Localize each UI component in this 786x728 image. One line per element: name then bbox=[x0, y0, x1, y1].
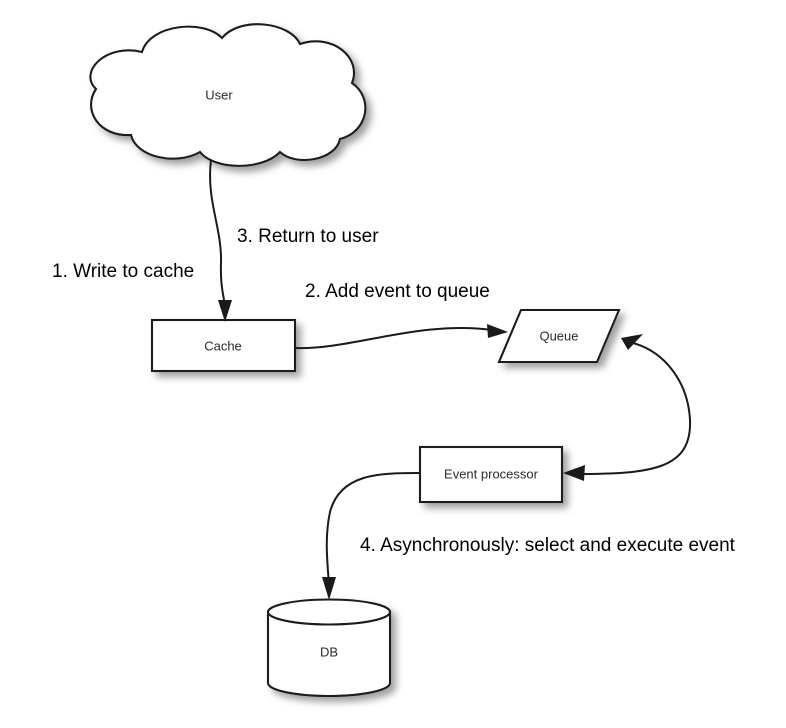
edge-cache-to-queue bbox=[295, 324, 508, 350]
edge-processor-to-queue-arrowhead bbox=[621, 334, 643, 350]
step-label-3: 3. Return to user bbox=[237, 226, 379, 247]
db-cylinder-top bbox=[266, 598, 392, 626]
edge-queue-to-processor-arrowhead bbox=[563, 465, 585, 481]
edge-queue-to-processor-line bbox=[574, 342, 692, 475]
node-cache[interactable]: Cache bbox=[150, 318, 297, 373]
user-label: User bbox=[205, 87, 233, 102]
queue-label: Queue bbox=[539, 328, 578, 343]
edge-queue-to-processor bbox=[563, 334, 692, 481]
node-event-processor[interactable]: Event processor bbox=[418, 445, 564, 504]
user-cloud-shape bbox=[89, 23, 367, 167]
edge-user-to-cache-arrowhead bbox=[218, 300, 232, 322]
node-user[interactable]: User bbox=[89, 23, 367, 167]
cache-label: Cache bbox=[204, 338, 242, 353]
step-label-4: 4. Asynchronously: select and execute ev… bbox=[360, 535, 736, 556]
edge-processor-to-db bbox=[322, 472, 420, 600]
queue-parallelogram-shape bbox=[497, 308, 621, 364]
edge-cache-to-queue-line bbox=[295, 326, 493, 350]
event-processor-label: Event processor bbox=[444, 466, 539, 481]
edge-user-to-cache bbox=[209, 159, 232, 322]
node-queue[interactable]: Queue bbox=[497, 308, 621, 364]
db-label: DB bbox=[320, 644, 338, 659]
edge-user-to-cache-line bbox=[209, 159, 226, 311]
db-cylinder-body bbox=[266, 610, 392, 698]
edge-processor-to-db-line bbox=[325, 472, 420, 587]
step-label-2: 2. Add event to queue bbox=[305, 281, 490, 302]
step-label-1: 1. Write to cache bbox=[52, 261, 194, 282]
cache-box-shape bbox=[150, 318, 297, 373]
node-db[interactable]: DB bbox=[266, 598, 392, 698]
edge-processor-to-db-arrowhead bbox=[322, 577, 336, 600]
event-processor-box-shape bbox=[418, 445, 564, 504]
edge-cache-to-queue-arrowhead bbox=[487, 324, 508, 338]
